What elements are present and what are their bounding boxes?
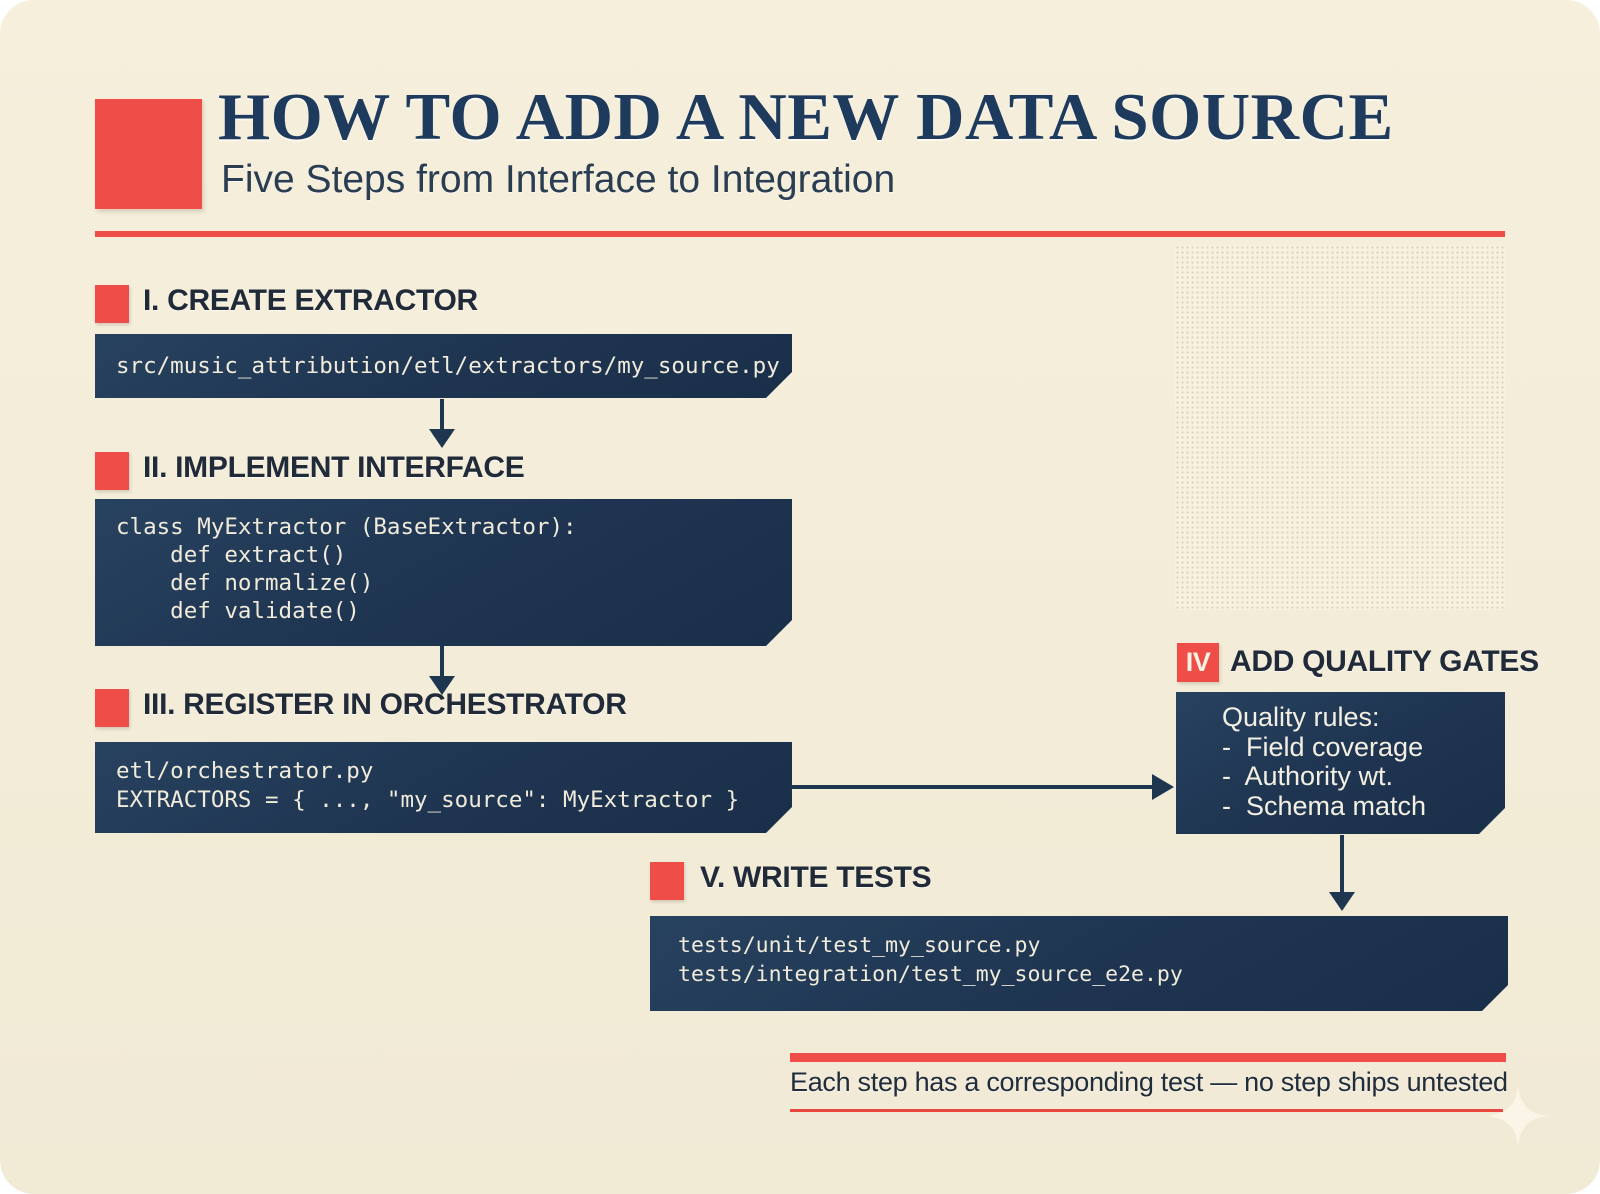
arrow-step4-to-step5 bbox=[1329, 835, 1355, 911]
page-title: HOW TO ADD A NEW DATA SOURCE bbox=[218, 80, 1394, 154]
code-line: etl/orchestrator.py bbox=[116, 758, 374, 784]
step2-heading: II. IMPLEMENT INTERFACE bbox=[143, 451, 525, 484]
step5-heading: V. WRITE TESTS bbox=[700, 861, 932, 894]
page-subtitle: Five Steps from Interface to Integration bbox=[221, 158, 896, 201]
step5-accent-square bbox=[650, 862, 684, 900]
quality-rule-line: - Field coverage bbox=[1222, 731, 1424, 762]
step3-heading: III. REGISTER IN ORCHESTRATOR bbox=[143, 688, 627, 721]
sparkle-icon bbox=[1488, 1086, 1548, 1146]
footer-bottom-rule bbox=[790, 1109, 1503, 1112]
code-line: def extract() bbox=[116, 542, 347, 568]
quality-rule-line: - Schema match bbox=[1222, 790, 1427, 821]
step5-code-box: tests/unit/test_my_source.py tests/integ… bbox=[650, 916, 1508, 1011]
code-line: def normalize() bbox=[116, 570, 374, 596]
header-divider bbox=[95, 231, 1505, 237]
footer-top-bar bbox=[790, 1053, 1506, 1062]
step1-heading: I. CREATE EXTRACTOR bbox=[143, 284, 478, 317]
code-line: EXTRACTORS = { ..., "my_source": MyExtra… bbox=[116, 787, 740, 813]
step1-code-box: src/music_attribution/etl/extractors/my_… bbox=[95, 334, 792, 398]
step1-code-line: src/music_attribution/etl/extractors/my_… bbox=[116, 353, 780, 379]
step1-accent-square bbox=[95, 285, 129, 323]
code-line: tests/unit/test_my_source.py bbox=[678, 933, 1041, 958]
step4-heading: ADD QUALITY GATES bbox=[1230, 645, 1539, 678]
header-accent-square bbox=[95, 99, 202, 209]
code-line: def validate() bbox=[116, 598, 360, 624]
halftone-texture bbox=[1175, 245, 1505, 610]
code-line: tests/integration/test_my_source_e2e.py bbox=[678, 962, 1183, 987]
step3-code-box: etl/orchestrator.py EXTRACTORS = { ..., … bbox=[95, 742, 792, 833]
footer-note: Each step has a corresponding test — no … bbox=[790, 1067, 1508, 1097]
arrow-step1-to-step2 bbox=[429, 399, 455, 448]
step4-rules-box: Quality rules: - Field coverage - Author… bbox=[1176, 692, 1505, 834]
code-line: class MyExtractor (BaseExtractor): bbox=[116, 514, 577, 540]
step3-accent-square bbox=[95, 689, 129, 727]
step4-numeral-badge: IV bbox=[1177, 643, 1219, 682]
quality-rule-line: Quality rules: bbox=[1222, 702, 1380, 732]
quality-rule-line: - Authority wt. bbox=[1222, 761, 1394, 791]
arrow-step3-to-step4 bbox=[791, 774, 1174, 800]
step2-code-box: class MyExtractor (BaseExtractor): def e… bbox=[95, 499, 792, 646]
step2-accent-square bbox=[95, 452, 129, 490]
